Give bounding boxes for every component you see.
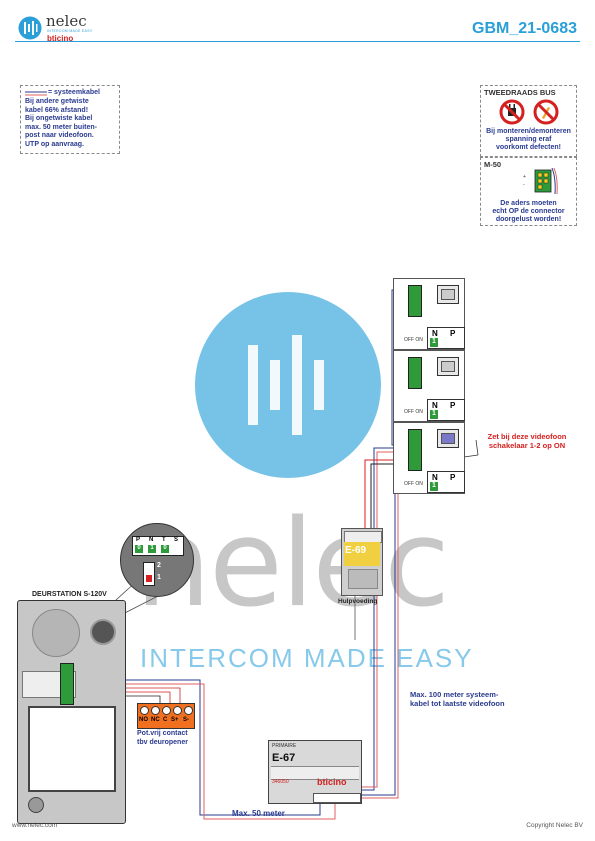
no-tool-icon [533, 99, 559, 125]
videophone-n-value: 1 [430, 482, 438, 491]
distance-max100-line: kabel tot laatste videofoon [410, 699, 505, 708]
videophone-p-label: P [450, 329, 456, 338]
controller-primary-label: PRIMAIRE [272, 743, 297, 749]
m50-title: M-50 [484, 160, 502, 169]
connector-icon: + - [523, 167, 558, 195]
relay-terminal-label: NO [139, 717, 148, 723]
legend-line: Bij ongetwiste kabel [25, 115, 93, 122]
relay-terminal-label: S- [183, 717, 189, 723]
dip-switch-label: 1 [157, 574, 161, 581]
m50-line: echt OP de connector [492, 208, 565, 215]
relay-caption: Pot.vrij contact tbv deuropener [137, 730, 188, 747]
bticino-logo: bticino [47, 34, 74, 43]
header-logo: nelec INTERCOM MADE EASY bticino [18, 12, 98, 43]
camera-icon [90, 619, 116, 645]
videophone-switch: OFF ON [404, 337, 423, 343]
svg-text:-: - [523, 182, 525, 188]
videophone-p-label: P [450, 401, 456, 410]
legend-note: = systeemkabel Bij andere getwiste kabel… [20, 85, 120, 154]
legend-line: max. 50 meter buiten- [25, 123, 97, 131]
videophone-screen-icon [437, 285, 459, 304]
videophone-n-label: N [432, 329, 438, 338]
relay-caption-line: Pot.vrij contact [137, 730, 188, 737]
detail-value: 0 [161, 545, 169, 553]
switch-note-line: Zet bij deze videofoon [487, 432, 567, 441]
videophone-n-value: 1 [430, 338, 438, 347]
legend-line: post naar videofoon. [25, 132, 94, 139]
door-station-title: DEURSTATION S-120V [32, 591, 107, 598]
legend-line: UTP op aanvraag. [25, 140, 85, 148]
detail-label: T [162, 537, 166, 543]
videophone-screen-icon [437, 357, 459, 376]
relay-block: NO NC C S+ S- [137, 703, 195, 729]
videophone-n-value: 1 [430, 410, 438, 419]
videophone-p-label: P [450, 473, 456, 482]
warning-title: TWEEDRAADS BUS [484, 88, 556, 97]
svg-text:+: + [523, 174, 526, 180]
relay-terminal-label: S+ [171, 717, 179, 723]
watermark-logo-icon [195, 292, 381, 478]
detail-value: 0 [135, 545, 143, 553]
psu-e69: E-69 [341, 528, 383, 596]
footer-website: www.nelec.com [12, 822, 58, 829]
warning-line: Bij monteren/demonteren [486, 128, 571, 135]
doc-code: GBM_21-0683 [472, 20, 577, 37]
dip-switch [143, 562, 155, 586]
no-plug-icon [499, 99, 525, 125]
relay-terminal-label: NC [151, 717, 160, 723]
legend-cable-label: = systeemkabel [48, 89, 100, 96]
door-station-terminal [60, 663, 74, 705]
footer-copyright: Copyright Nelec BV [526, 822, 583, 829]
legend-line: kabel 66% afstand! [25, 106, 89, 114]
videophone-screen-icon [437, 429, 459, 448]
switch-note: Zet bij deze videofoon schakelaar 1-2 op… [472, 432, 582, 450]
psu-model: E-69 [345, 545, 367, 556]
videophone-n-label: N [432, 473, 438, 482]
brand-tagline: INTERCOM MADE EASY [47, 29, 93, 33]
warning-line: voorkomt defecten! [496, 144, 561, 151]
psu-caption: Hulpvoeding [338, 598, 378, 605]
speaker-icon [32, 609, 80, 657]
videophone-switch: OFF ON [404, 409, 423, 415]
dip-switch-label: 2 [157, 562, 161, 569]
distance-max100: Max. 100 meter systeem- kabel tot laatst… [410, 690, 505, 708]
distance-max100-line: Max. 100 meter systeem- [410, 690, 499, 699]
detail-label: P [136, 537, 141, 543]
watermark-tagline: INTERCOM MADE EASY [140, 643, 474, 673]
m50-line: De aders moeten [500, 200, 557, 207]
nelec-logo-icon [18, 16, 42, 40]
door-station [17, 600, 126, 824]
relay-caption-line: tbv deuropener [137, 738, 188, 746]
videophone-2: OFF ON N P 1 [393, 350, 465, 422]
door-station-display [28, 706, 116, 792]
videophone-terminal [408, 357, 422, 389]
controller-terminals [313, 793, 361, 803]
videophone-terminal [408, 285, 422, 317]
legend-line: Bij andere getwiste [25, 98, 89, 105]
system-cable-icon [25, 91, 47, 96]
switch-note-line: schakelaar 1-2 op ON [488, 441, 566, 450]
detail-label: S [174, 537, 179, 543]
m50-line: doorgelust worden! [495, 216, 562, 223]
brand-name: nelec [46, 12, 87, 30]
controller-model: E-67 [272, 752, 296, 764]
warning-box: TWEEDRAADS BUS Bij monteren/demonteren s… [480, 85, 577, 157]
relay-terminal-label: C [163, 717, 168, 723]
m50-box: M-50 + - De aders moeten echt OP de conn… [480, 157, 577, 226]
videophone-3: OFF ON N P 1 [393, 422, 465, 494]
controller-e67: PRIMAIRE E-67 346050 bticino [268, 740, 362, 804]
controller-article: 346050 [272, 779, 289, 785]
detail-label: N [149, 537, 154, 543]
videophone-switch: OFF ON [404, 481, 423, 487]
videophone-1: OFF ON N P 1 [393, 278, 465, 350]
detail-callout: P N T S 0 1 0 2 1 [120, 523, 194, 597]
detail-value: 1 [148, 545, 156, 553]
door-station-button [28, 797, 44, 813]
warning-line: spanning eraf [505, 136, 552, 143]
header-divider [15, 41, 580, 42]
videophone-terminal [408, 429, 422, 471]
controller-brand: bticino [317, 777, 347, 787]
distance-max50: Max. 50 meter [232, 809, 285, 818]
videophone-n-label: N [432, 401, 438, 410]
